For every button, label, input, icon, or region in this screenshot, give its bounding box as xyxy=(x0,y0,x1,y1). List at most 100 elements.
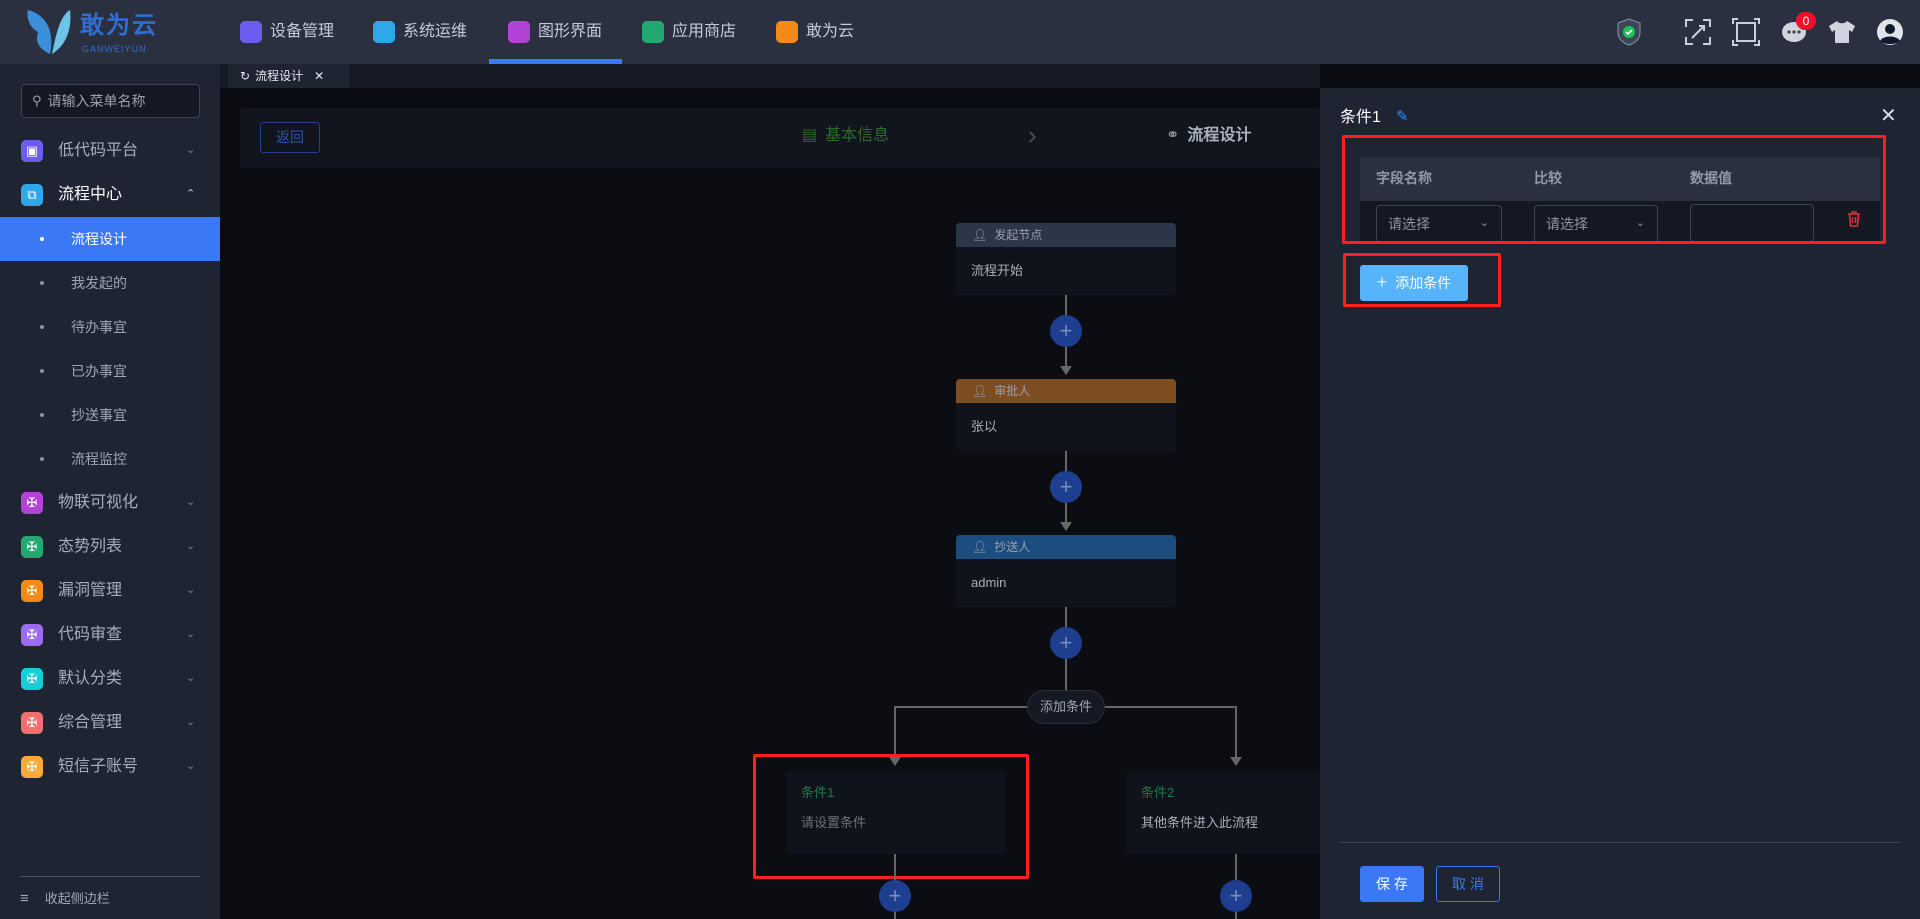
refresh-icon[interactable]: ↻ xyxy=(240,68,251,83)
nav-device-management[interactable]: 设备管理 xyxy=(240,0,334,64)
panel-divider xyxy=(1340,842,1900,843)
edit-icon[interactable]: ✎ xyxy=(1396,108,1409,125)
tab-process-design[interactable]: ↻ 流程设计 ✕ xyxy=(228,64,349,88)
fullscreen-icon[interactable] xyxy=(1682,16,1714,48)
user-icon: 👤︎ xyxy=(972,539,988,554)
plus-icon: + xyxy=(1376,272,1388,293)
collapse-label: 收起侧边栏 xyxy=(44,891,110,907)
user-avatar[interactable] xyxy=(1874,16,1906,48)
add-node-button[interactable]: + xyxy=(1050,627,1082,659)
logo-text: 敢为云 xyxy=(80,12,158,39)
process-icon: ⧉ xyxy=(21,184,43,206)
clover-icon: ✠ xyxy=(21,756,43,778)
flow-node-cc[interactable]: 👤︎抄送人 admin xyxy=(956,535,1176,607)
chevron-down-icon: ⌄ xyxy=(186,540,196,553)
save-button[interactable]: 保 存 xyxy=(1360,866,1424,902)
flow-node-approver[interactable]: 👤︎审批人 张以 xyxy=(956,379,1176,451)
document-icon: ▤ xyxy=(802,127,818,144)
search-icon: ⚲ xyxy=(32,93,42,109)
flow-node-start[interactable]: 👤︎发起节点 流程开始 xyxy=(956,223,1176,295)
condition-title: 条件1 xyxy=(801,785,835,800)
bullet-icon xyxy=(40,457,44,461)
sidebar-item-code-review[interactable]: ✠代码审查⌄ xyxy=(0,613,220,657)
add-node-button[interactable]: + xyxy=(1050,471,1082,503)
add-condition-pill[interactable]: 添加条件 xyxy=(1027,690,1105,724)
lowcode-icon: ▣ xyxy=(21,140,43,162)
sidebar-item-process-center[interactable]: ⧉流程中心⌃ xyxy=(0,173,220,217)
nav-label: 应用商店 xyxy=(672,23,737,41)
sidebar-item-vuln[interactable]: ✠漏洞管理⌄ xyxy=(0,569,220,613)
step-process-design[interactable]: ⚭ 流程设计 xyxy=(1166,126,1251,145)
clover-icon: ✠ xyxy=(21,624,43,646)
add-node-button[interactable]: + xyxy=(879,880,911,912)
sidebar-sub-done[interactable]: 已办事宜 xyxy=(0,349,220,393)
condition-node-1[interactable]: 条件1 请设置条件 xyxy=(786,771,1006,854)
bullet-icon xyxy=(40,369,44,373)
sidebar-sub-my-initiated[interactable]: 我发起的 xyxy=(0,261,220,305)
nav-app-store[interactable]: 应用商店 xyxy=(642,0,736,64)
sidebar: ⚲ 请输入菜单名称 ▣低代码平台⌄ ⧉流程中心⌃ 流程设计 我发起的 待办事宜 … xyxy=(0,64,220,919)
close-tab-icon[interactable]: ✕ xyxy=(314,68,325,83)
back-button[interactable]: 返回 xyxy=(260,122,320,153)
arrow-down-icon xyxy=(889,757,901,766)
arrow-down-icon xyxy=(1060,522,1072,531)
sidebar-item-lowcode[interactable]: ▣低代码平台⌄ xyxy=(0,129,220,173)
step-label: 基本信息 xyxy=(825,127,890,144)
chevron-down-icon: ⌄ xyxy=(186,496,196,509)
sidebar-item-situation[interactable]: ✠态势列表⌄ xyxy=(0,525,220,569)
logo-subtext: GANWEIYUN xyxy=(82,44,147,54)
sidebar-item-iot-visual[interactable]: ✠物联可视化⌄ xyxy=(0,481,220,525)
theme-shirt-icon[interactable] xyxy=(1826,16,1858,48)
node-content: 张以 xyxy=(971,419,998,435)
nav-label: 设备管理 xyxy=(270,23,335,41)
sidebar-sub-process-design[interactable]: 流程设计 xyxy=(0,217,220,261)
rabbit-icon xyxy=(776,21,798,43)
clover-icon: ✠ xyxy=(21,580,43,602)
butterfly-logo-icon xyxy=(27,10,71,54)
nav-graphic-ui[interactable]: 图形界面 xyxy=(508,0,602,64)
sidebar-sub-cc[interactable]: 抄送事宜 xyxy=(0,393,220,437)
chevron-down-icon: ⌄ xyxy=(186,144,196,157)
menu-search-input[interactable]: ⚲ 请输入菜单名称 xyxy=(21,84,200,118)
search-placeholder: 请输入菜单名称 xyxy=(47,92,146,109)
add-node-button[interactable]: + xyxy=(1050,315,1082,347)
node-content: admin xyxy=(971,575,1007,591)
message-icon[interactable]: 0 xyxy=(1778,12,1816,48)
screenshot-frame-icon[interactable] xyxy=(1730,16,1762,48)
step-basic-info[interactable]: ▤ 基本信息 xyxy=(802,126,889,145)
nav-label: 系统运维 xyxy=(403,23,468,41)
sidebar-item-general[interactable]: ✠综合管理⌄ xyxy=(0,701,220,745)
sidebar-sub-monitor[interactable]: 流程监控 xyxy=(0,437,220,481)
top-header: 敢为云 GANWEIYUN 设备管理 系统运维 图形界面 应用商店 敢为云 0 xyxy=(0,0,1920,64)
close-icon[interactable]: ✕ xyxy=(1880,105,1897,127)
security-shield-icon[interactable] xyxy=(1613,16,1645,48)
select-placeholder: 请选择 xyxy=(1388,215,1430,232)
highlight-box xyxy=(1343,253,1501,307)
clover-icon: ✠ xyxy=(21,712,43,734)
bullet-icon xyxy=(40,281,44,285)
step-label: 流程设计 xyxy=(1187,127,1252,144)
submenu-label: 我发起的 xyxy=(71,274,127,291)
nav-system-ops[interactable]: 系统运维 xyxy=(373,0,467,64)
clover-icon: ✠ xyxy=(21,492,43,514)
sidebar-sub-todo[interactable]: 待办事宜 xyxy=(0,305,220,349)
add-condition-button[interactable]: +添加条件 xyxy=(1360,265,1468,301)
nav-ganweiyun[interactable]: 敢为云 xyxy=(776,0,854,64)
tab-label: 流程设计 xyxy=(255,68,304,83)
menu-label: 漏洞管理 xyxy=(58,582,123,600)
sidebar-item-sms[interactable]: ✠短信子账号⌄ xyxy=(0,745,220,789)
submenu-label: 已办事宜 xyxy=(71,362,127,379)
condition-node-2[interactable]: 条件2 其他条件进入此流程 xyxy=(1126,771,1320,854)
link-icon: ⚭ xyxy=(1166,127,1180,144)
chevron-down-icon: ⌄ xyxy=(186,628,196,641)
sidebar-item-default[interactable]: ✠默认分类⌄ xyxy=(0,657,220,701)
collapse-sidebar-button[interactable]: ≡ 收起侧边栏 xyxy=(20,888,110,910)
submenu-label: 待办事宜 xyxy=(71,318,127,335)
condition-title: 条件2 xyxy=(1141,785,1175,800)
cancel-button[interactable]: 取 消 xyxy=(1436,866,1500,902)
trash-icon[interactable] xyxy=(1847,211,1861,232)
add-node-button[interactable]: + xyxy=(1220,880,1252,912)
device-icon xyxy=(240,21,262,43)
chevron-down-icon: ⌄ xyxy=(186,760,196,773)
menu-label: 流程中心 xyxy=(58,186,123,204)
